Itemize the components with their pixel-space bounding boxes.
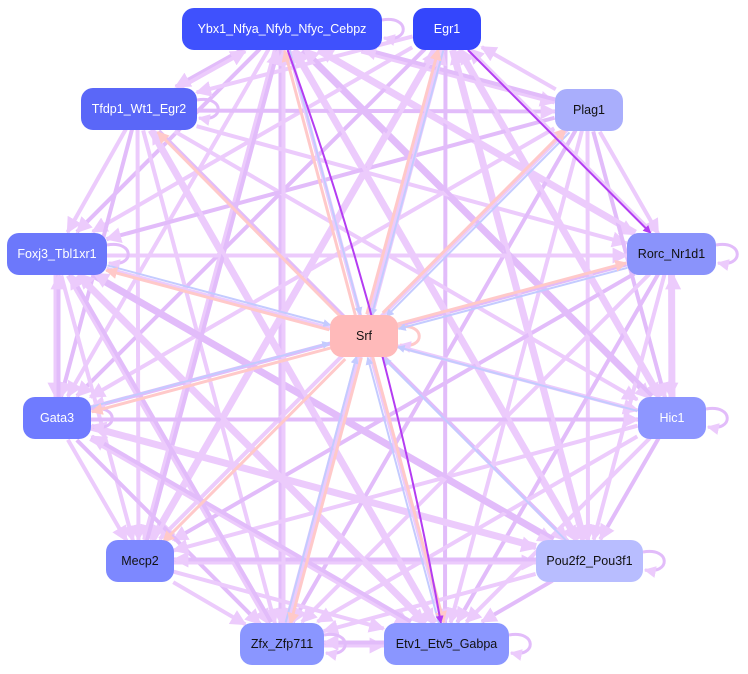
node-pou2f2[interactable]: Pou2f2_Pou3f1 bbox=[536, 540, 643, 582]
node-plag1[interactable]: Plag1 bbox=[555, 89, 623, 131]
edge-zfx-to-foxj3 bbox=[68, 272, 273, 624]
self-loop-etv1 bbox=[508, 632, 532, 661]
node-label: Gata3 bbox=[39, 411, 75, 425]
edge-pou2f2-to-etv1 bbox=[480, 578, 554, 624]
edge-gata3-to-pou2f2 bbox=[90, 426, 538, 553]
edge-pou2f2-to-gata3 bbox=[89, 421, 537, 548]
node-label: Foxj3_Tbl1xr1 bbox=[17, 247, 97, 261]
self-loop-hic1 bbox=[705, 406, 729, 435]
edge-mecp2-to-ybx1 bbox=[145, 48, 282, 541]
edge-tfdp1-to-foxj3 bbox=[65, 128, 128, 234]
edge-foxj3-to-pou2f2 bbox=[91, 274, 554, 544]
node-label: Ybx1_Nfya_Nfyb_Nfyc_Cebpz bbox=[197, 22, 367, 36]
edge-pou2f2-to-srf bbox=[382, 357, 568, 543]
edge-foxj3-to-srf bbox=[107, 264, 332, 327]
self-loop-rorc bbox=[715, 242, 739, 271]
edge-hic1-to-egr1 bbox=[458, 47, 663, 398]
node-hic1[interactable]: Hic1 bbox=[638, 397, 706, 439]
node-label: Plag1 bbox=[573, 103, 605, 117]
edge-ybx1-to-srf bbox=[288, 49, 363, 316]
edge-egr1-to-srf bbox=[369, 50, 445, 317]
edge-plag1-to-srf bbox=[385, 131, 571, 318]
edge-srf-to-plag1 bbox=[381, 127, 568, 314]
node-label: Rorc_Nr1d1 bbox=[637, 247, 706, 261]
node-rorc[interactable]: Rorc_Nr1d1 bbox=[627, 233, 716, 275]
node-label: Pou2f2_Pou3f1 bbox=[546, 554, 633, 568]
node-label: Srf bbox=[356, 329, 372, 343]
edge-srf-to-tfdp1 bbox=[156, 131, 343, 319]
edge-pou2f2-to-ybx1 bbox=[293, 47, 581, 541]
self-loop-zfx bbox=[323, 632, 347, 661]
node-label: Etv1_Etv5_Gabpa bbox=[395, 637, 498, 651]
edge-tfdp1-to-hic1 bbox=[173, 129, 639, 402]
edge-gata3-to-mecp2 bbox=[66, 438, 129, 543]
node-egr1[interactable]: Egr1 bbox=[413, 8, 481, 50]
edge-hic1-to-srf bbox=[396, 344, 638, 412]
node-mecp2[interactable]: Mecp2 bbox=[106, 540, 174, 582]
node-ybx1[interactable]: Ybx1_Nfya_Nfyb_Nfyc_Cebpz bbox=[182, 8, 382, 50]
self-loop-tfdp1 bbox=[196, 97, 220, 126]
node-label: Tfdp1_Wt1_Egr2 bbox=[91, 102, 187, 116]
node-zfx[interactable]: Zfx_Zfp711 bbox=[240, 623, 324, 665]
node-gata3[interactable]: Gata3 bbox=[23, 397, 91, 439]
node-label: Mecp2 bbox=[121, 554, 159, 568]
self-loop-pou2f2 bbox=[642, 549, 666, 578]
edge-etv1-to-srf bbox=[365, 356, 440, 624]
edge-tfdp1-to-plag1 bbox=[196, 103, 557, 120]
edge-gata3-to-srf bbox=[90, 341, 331, 408]
edge-srf-to-egr1 bbox=[365, 48, 442, 315]
edge-rorc-to-srf bbox=[397, 266, 628, 331]
edge-plag1-to-gata3 bbox=[88, 126, 556, 399]
edge-mecp2-to-egr1 bbox=[151, 49, 438, 542]
edge-zfx-to-srf bbox=[284, 355, 359, 623]
edge-rorc-to-mecp2 bbox=[171, 271, 636, 542]
edge-ybx1-to-hic1 bbox=[300, 49, 652, 400]
edge-tfdp1-to-rorc bbox=[196, 124, 629, 248]
edge-plag1-to-rorc bbox=[597, 130, 660, 236]
node-etv1[interactable]: Etv1_Etv5_Gabpa bbox=[384, 623, 509, 665]
edge-mecp2-to-zfx bbox=[172, 580, 247, 627]
edge-rorc-to-pou2f2 bbox=[589, 274, 667, 542]
edge-plag1-to-egr1 bbox=[480, 45, 557, 92]
edge-tfdp1-to-ybx1 bbox=[176, 49, 247, 92]
edge-srf-to-foxj3 bbox=[105, 267, 330, 332]
node-label: Egr1 bbox=[433, 22, 461, 36]
edge-srf-to-zfx bbox=[287, 357, 363, 625]
node-label: Zfx_Zfp711 bbox=[250, 637, 314, 651]
edge-etv1-to-foxj3 bbox=[77, 272, 429, 624]
edge-hic1-to-ybx1 bbox=[302, 47, 654, 398]
self-loop-srf bbox=[397, 324, 421, 353]
edge-etv1-to-tfdp1 bbox=[150, 127, 438, 624]
edge-srf-to-mecp2 bbox=[161, 358, 347, 544]
edge-pou2f2-to-foxj3 bbox=[92, 271, 555, 541]
edge-srf-to-rorc bbox=[396, 259, 628, 326]
node-label: Hic1 bbox=[659, 411, 685, 425]
self-loop-foxj3 bbox=[106, 242, 130, 271]
edge-pou2f2-to-zfx bbox=[322, 572, 537, 636]
self-loop-ybx1 bbox=[381, 17, 405, 46]
node-foxj3[interactable]: Foxj3_Tbl1xr1 bbox=[7, 233, 107, 275]
edge-hic1-to-etv1 bbox=[464, 436, 652, 624]
edge-mecp2-to-etv1 bbox=[173, 569, 386, 633]
edge-srf-to-ybx1 bbox=[281, 49, 357, 317]
edge-etv1-to-gata3 bbox=[90, 434, 413, 624]
edge-foxj3-to-etv1 bbox=[75, 274, 426, 626]
edge-egr1-to-rorc bbox=[467, 49, 652, 234]
edge-hic1-to-pou2f2 bbox=[598, 437, 661, 541]
node-srf[interactable]: Srf bbox=[330, 315, 398, 357]
edge-pou2f2-to-egr1 bbox=[450, 48, 588, 541]
edge-srf-to-gata3 bbox=[90, 346, 332, 415]
node-tfdp1[interactable]: Tfdp1_Wt1_Egr2 bbox=[81, 88, 197, 130]
